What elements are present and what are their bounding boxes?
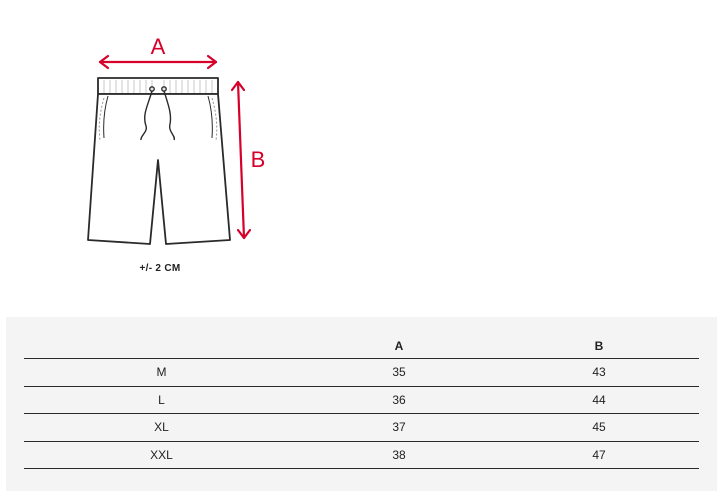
shorts-illustration bbox=[87, 77, 231, 245]
size-chart-panel: A B M 35 43 L 36 44 XL 37 45 XXL 38 bbox=[6, 317, 717, 491]
size-cell: XXL bbox=[24, 441, 299, 470]
measurement-b-arrow bbox=[230, 80, 252, 240]
tolerance-note: +/- 2 CM bbox=[139, 263, 181, 274]
table-row: M 35 43 bbox=[24, 358, 699, 387]
measurement-a-label: A bbox=[151, 34, 166, 59]
size-cell: L bbox=[24, 386, 299, 415]
pocket-seams bbox=[103, 95, 213, 139]
a-cell: 36 bbox=[299, 386, 499, 415]
measurement-b-label: B bbox=[251, 147, 266, 172]
measurement-a-arrow bbox=[98, 54, 218, 70]
a-cell: 35 bbox=[299, 358, 499, 387]
b-cell: 43 bbox=[499, 358, 699, 387]
size-cell: M bbox=[24, 358, 299, 387]
a-cell: 37 bbox=[299, 413, 499, 442]
table-row: L 36 44 bbox=[24, 386, 699, 415]
table-row: XL 37 45 bbox=[24, 413, 699, 442]
waistband-ribbing bbox=[103, 80, 213, 93]
drawstrings bbox=[140, 86, 176, 141]
b-cell: 47 bbox=[499, 441, 699, 470]
size-chart-table: A B M 35 43 L 36 44 XL 37 45 XXL 38 bbox=[24, 334, 699, 470]
header-size bbox=[24, 334, 299, 359]
table-header-row: A B bbox=[24, 334, 699, 359]
b-cell: 45 bbox=[499, 413, 699, 442]
pockets bbox=[98, 97, 218, 141]
table-row: XXL 38 47 bbox=[24, 441, 699, 470]
b-cell: 44 bbox=[499, 386, 699, 415]
header-b: B bbox=[499, 334, 699, 359]
a-cell: 38 bbox=[299, 441, 499, 470]
size-cell: XL bbox=[24, 413, 299, 442]
shorts-measurement-diagram: A B bbox=[87, 34, 266, 245]
header-a: A bbox=[299, 334, 499, 359]
